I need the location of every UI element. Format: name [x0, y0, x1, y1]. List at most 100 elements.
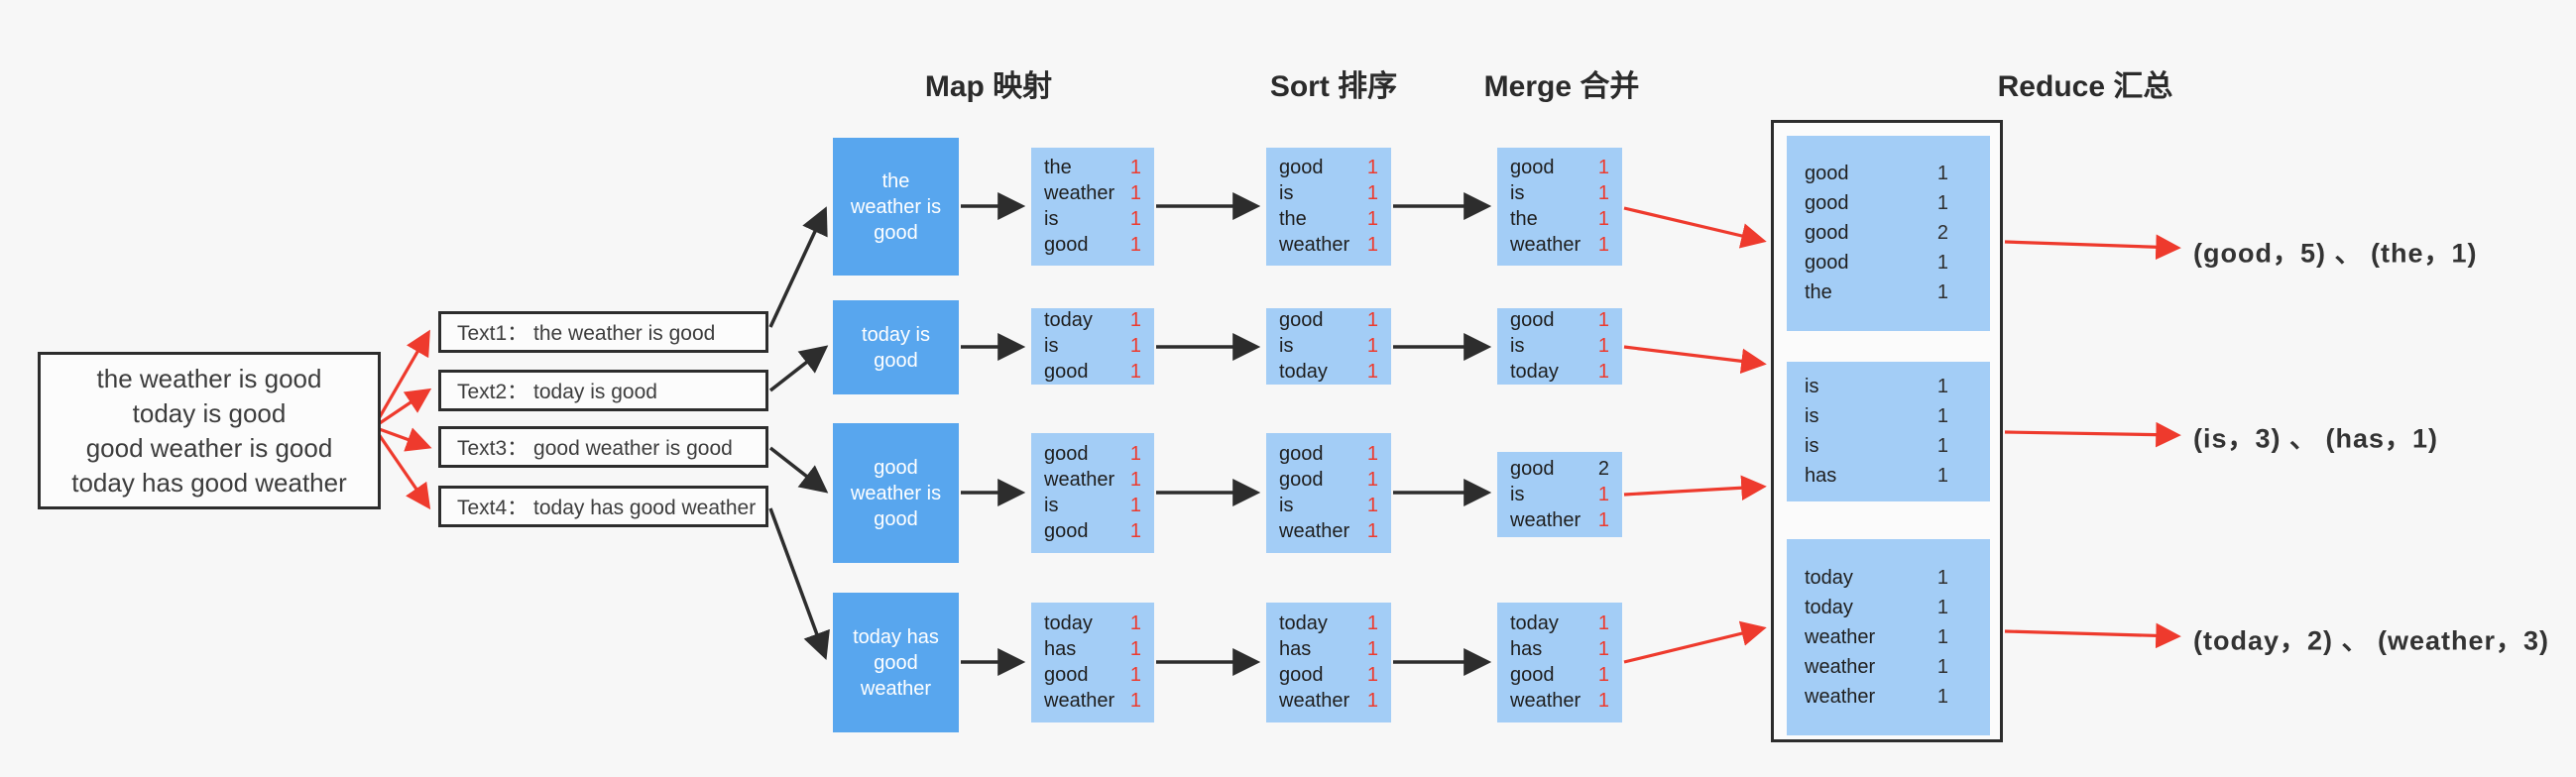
count-value: 1 — [1129, 208, 1141, 230]
word-label: weather — [1805, 685, 1876, 708]
count-value: 1 — [1936, 281, 1948, 303]
text-line: weather is — [850, 482, 942, 504]
word-label: today — [1279, 612, 1328, 634]
text-line: good — [874, 349, 918, 372]
word-count-row: good 1 — [1497, 156, 1622, 181]
word-label: today — [1279, 360, 1328, 383]
word-label: good — [1805, 163, 1849, 184]
word-label: good — [1805, 192, 1849, 214]
word-label: is — [1279, 335, 1294, 357]
count-value: 1 — [1129, 520, 1141, 542]
word-label: good — [1510, 157, 1555, 178]
word-label: weather — [1805, 655, 1876, 678]
count-value: 1 — [1366, 443, 1378, 465]
count-value: 1 — [1366, 208, 1378, 230]
word-label: has — [1044, 638, 1077, 660]
count-value: 1 — [1936, 596, 1948, 618]
text-line: good — [874, 456, 918, 479]
count-value: 1 — [1597, 664, 1609, 686]
word-count-row: good 1 — [1787, 249, 1990, 278]
arrow-merge3-to-reduce — [1623, 475, 1767, 501]
word-count-row: is 1 — [1497, 334, 1622, 360]
count-value: 1 — [1366, 612, 1378, 634]
arrow-text1-to-map1 — [768, 206, 828, 328]
word-label: is — [1044, 208, 1059, 230]
count-value: 1 — [1366, 690, 1378, 712]
count-value: 1 — [1597, 335, 1609, 357]
count-value: 1 — [1597, 508, 1609, 531]
count-value: 1 — [1936, 163, 1948, 184]
word-label: good — [1044, 360, 1089, 383]
text-line: good — [874, 221, 918, 244]
count-value: 1 — [1366, 335, 1378, 357]
word-label: today — [1044, 309, 1093, 332]
arrow-text4-to-map4 — [768, 507, 830, 660]
count-value: 1 — [1597, 208, 1609, 230]
arrow-text3-to-map3 — [768, 446, 829, 494]
arrow-reduce-to-output3 — [2004, 622, 2181, 649]
count-value: 1 — [1129, 234, 1141, 256]
word-label: weather — [1044, 690, 1115, 712]
arrow-source-to-text1 — [372, 329, 430, 428]
word-label: is — [1279, 495, 1294, 516]
word-label: good — [1044, 520, 1089, 542]
word-label: is — [1044, 335, 1059, 357]
word-label: good — [1805, 252, 1849, 274]
count-value: 1 — [1597, 690, 1609, 712]
word-label: today — [1805, 566, 1853, 589]
count-value: 1 — [1129, 690, 1141, 712]
word-label: has — [1279, 638, 1312, 660]
arrow-source-to-text4 — [372, 426, 431, 510]
word-label: is — [1805, 376, 1819, 397]
output-good-the: (good，5) 、 (the，1) — [2193, 238, 2478, 269]
text-line: good — [874, 651, 918, 674]
count-value: 1 — [1129, 157, 1141, 178]
text4-box: Text4： today has good weather — [438, 486, 768, 527]
count-value: 1 — [1597, 234, 1609, 256]
count-value: 1 — [1597, 157, 1609, 178]
word-count-row: is 1 — [1266, 334, 1391, 360]
word-label: good — [1044, 664, 1089, 686]
count-value: 1 — [1597, 182, 1609, 204]
text3-box: Text3： good weather is good — [438, 426, 768, 468]
count-value: 1 — [1936, 435, 1948, 457]
word-count-row: good 1 — [1787, 160, 1990, 189]
word-label: the — [1510, 208, 1538, 230]
word-label: is — [1805, 405, 1819, 427]
word-count-row: good 1 — [1497, 663, 1622, 689]
word-label: good — [1510, 664, 1555, 686]
word-label: good — [1279, 469, 1324, 491]
count-value: 1 — [1366, 182, 1378, 204]
count-value: 1 — [1366, 157, 1378, 178]
count-value: 1 — [1129, 469, 1141, 491]
count-value: 1 — [1936, 252, 1948, 274]
word-count-row: good 1 — [1031, 519, 1154, 545]
word-label: is — [1510, 335, 1525, 357]
